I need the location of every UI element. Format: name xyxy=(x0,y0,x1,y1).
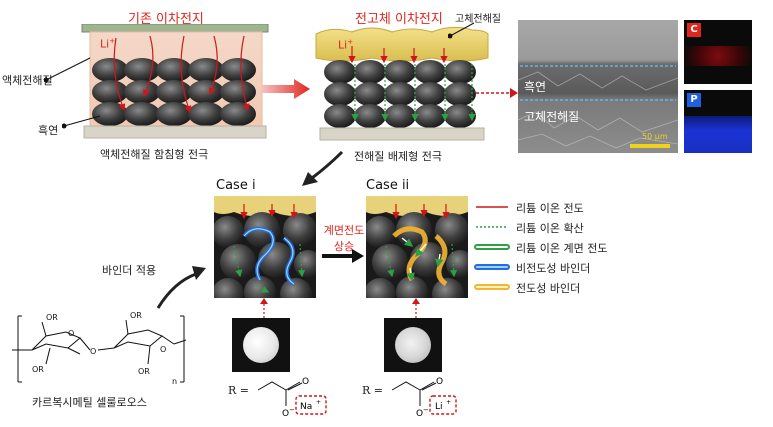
li-label: Li xyxy=(435,402,443,412)
legend-li-diffusion: 리튬 이온 확산 xyxy=(474,220,674,236)
legend-li-conduction: 리튬 이온 전도 xyxy=(474,200,674,216)
legend-green-dotted-icon xyxy=(476,226,508,228)
r-group-structure-ii: O O − Li + xyxy=(391,377,457,419)
legend-label: 리튬 이온 확산 xyxy=(516,222,584,235)
carbonyl-o: O xyxy=(302,377,309,387)
plus-sign: + xyxy=(446,399,451,406)
conventional-electrode-illustration xyxy=(81,24,269,139)
cmc-name: 카르복시메틸 셀룰로오스 xyxy=(32,396,147,409)
conventional-caption: 액체전해질 함침형 전극 xyxy=(100,148,209,161)
case-ii-illustration xyxy=(366,196,468,298)
conventional-battery-title: 기존 이차전지 xyxy=(128,12,204,27)
pellet-arrow-i xyxy=(260,298,268,318)
legend-green-tube-icon xyxy=(474,244,510,250)
or-label: OR xyxy=(32,365,44,374)
r-group-structure-i: O O − Na + xyxy=(257,377,327,419)
na-label: Na xyxy=(300,402,312,412)
o-minus-i: O xyxy=(282,409,289,419)
interface-line-1: 계면전도 xyxy=(323,224,365,237)
minus-sign: − xyxy=(289,406,295,414)
case-i-pellet-photo xyxy=(232,318,290,372)
carbonyl-o: O xyxy=(436,377,443,387)
legend-red-line-icon xyxy=(476,206,508,208)
solid-caption: 전해질 배제형 전극 xyxy=(354,150,442,163)
transition-arrow xyxy=(262,79,310,99)
graphite-label: 흑연 xyxy=(38,124,59,137)
all-solid-battery-title: 전고체 이차전지 xyxy=(355,12,443,27)
legend-label: 리튬 이온 계면 전도 xyxy=(516,242,608,255)
legend-blue-tube-icon xyxy=(474,264,510,270)
binder-apply-label: 바인더 적용 xyxy=(102,264,157,277)
all-solid-electrode-illustration xyxy=(315,26,489,141)
or-label: OR xyxy=(130,311,142,320)
sem-texture xyxy=(518,65,678,149)
case-i-illustration xyxy=(214,196,316,298)
legend-conductive-binder: 전도성 바인더 xyxy=(474,280,674,296)
case-arrow xyxy=(322,249,364,263)
carbon-map-label: C xyxy=(687,23,701,37)
phosphorus-map-label: P xyxy=(687,93,701,107)
r-group-eq-i: R = xyxy=(228,384,249,397)
ring-o: O xyxy=(68,329,74,338)
or-label: OR xyxy=(46,313,58,322)
binder-apply-arrow xyxy=(156,266,206,309)
li-ion-label-solid: Li+ xyxy=(338,38,354,52)
plus-sign: + xyxy=(316,399,321,406)
sem-pointer-arrow xyxy=(476,88,518,98)
counter-ion-box xyxy=(295,395,327,415)
case-i-label: Case i xyxy=(216,178,256,193)
downward-curved-arrow xyxy=(302,150,344,186)
o-minus-ii: O xyxy=(416,409,423,419)
n-subscript: n xyxy=(172,377,177,386)
carbon-eds-map: C xyxy=(684,20,752,84)
counter-ion-box xyxy=(429,395,457,415)
sem-graphite-label: 흑연 xyxy=(524,80,547,94)
legend-label: 비전도성 바인더 xyxy=(516,262,591,275)
interface-conduction-label: 계면전도 상승 xyxy=(322,222,366,254)
scale-bar-label: 50 μm xyxy=(642,132,668,141)
or-label: OR xyxy=(138,367,150,376)
graphite-pointer xyxy=(62,115,101,129)
phosphorus-eds-map: P xyxy=(684,90,752,153)
cmc-chemical-structure: OR OR O O OR O OR n xyxy=(12,311,187,386)
sem-solid-electrolyte-label: 고체전해질 xyxy=(524,110,580,124)
pellet-arrow-ii xyxy=(412,298,420,318)
legend-nonconductive-binder: 비전도성 바인더 xyxy=(474,260,674,276)
r-group-eq-ii: R = xyxy=(362,384,383,397)
legend-li-interface: 리튬 이온 계면 전도 xyxy=(474,240,674,256)
legend-yellow-tube-icon xyxy=(474,284,510,290)
liquid-electrolyte-pointer xyxy=(44,57,91,83)
legend-label: 리튬 이온 전도 xyxy=(516,202,584,215)
solid-electrolyte-label: 고체전해질 xyxy=(455,14,501,25)
legend-label: 전도성 바인더 xyxy=(516,282,581,295)
bridge-o: O xyxy=(90,347,96,356)
liquid-electrolyte-label: 액체전해질 xyxy=(2,74,53,87)
ring-o: O xyxy=(160,345,166,354)
minus-sign: − xyxy=(423,406,429,414)
case-ii-label: Case ii xyxy=(366,178,410,193)
li-ion-label-conventional: Li+ xyxy=(100,37,116,51)
sem-cross-section-image xyxy=(518,20,678,153)
case-ii-pellet-photo xyxy=(384,318,442,372)
interface-line-2: 상승 xyxy=(333,240,355,253)
solid-electrolyte-pointer xyxy=(448,22,475,39)
